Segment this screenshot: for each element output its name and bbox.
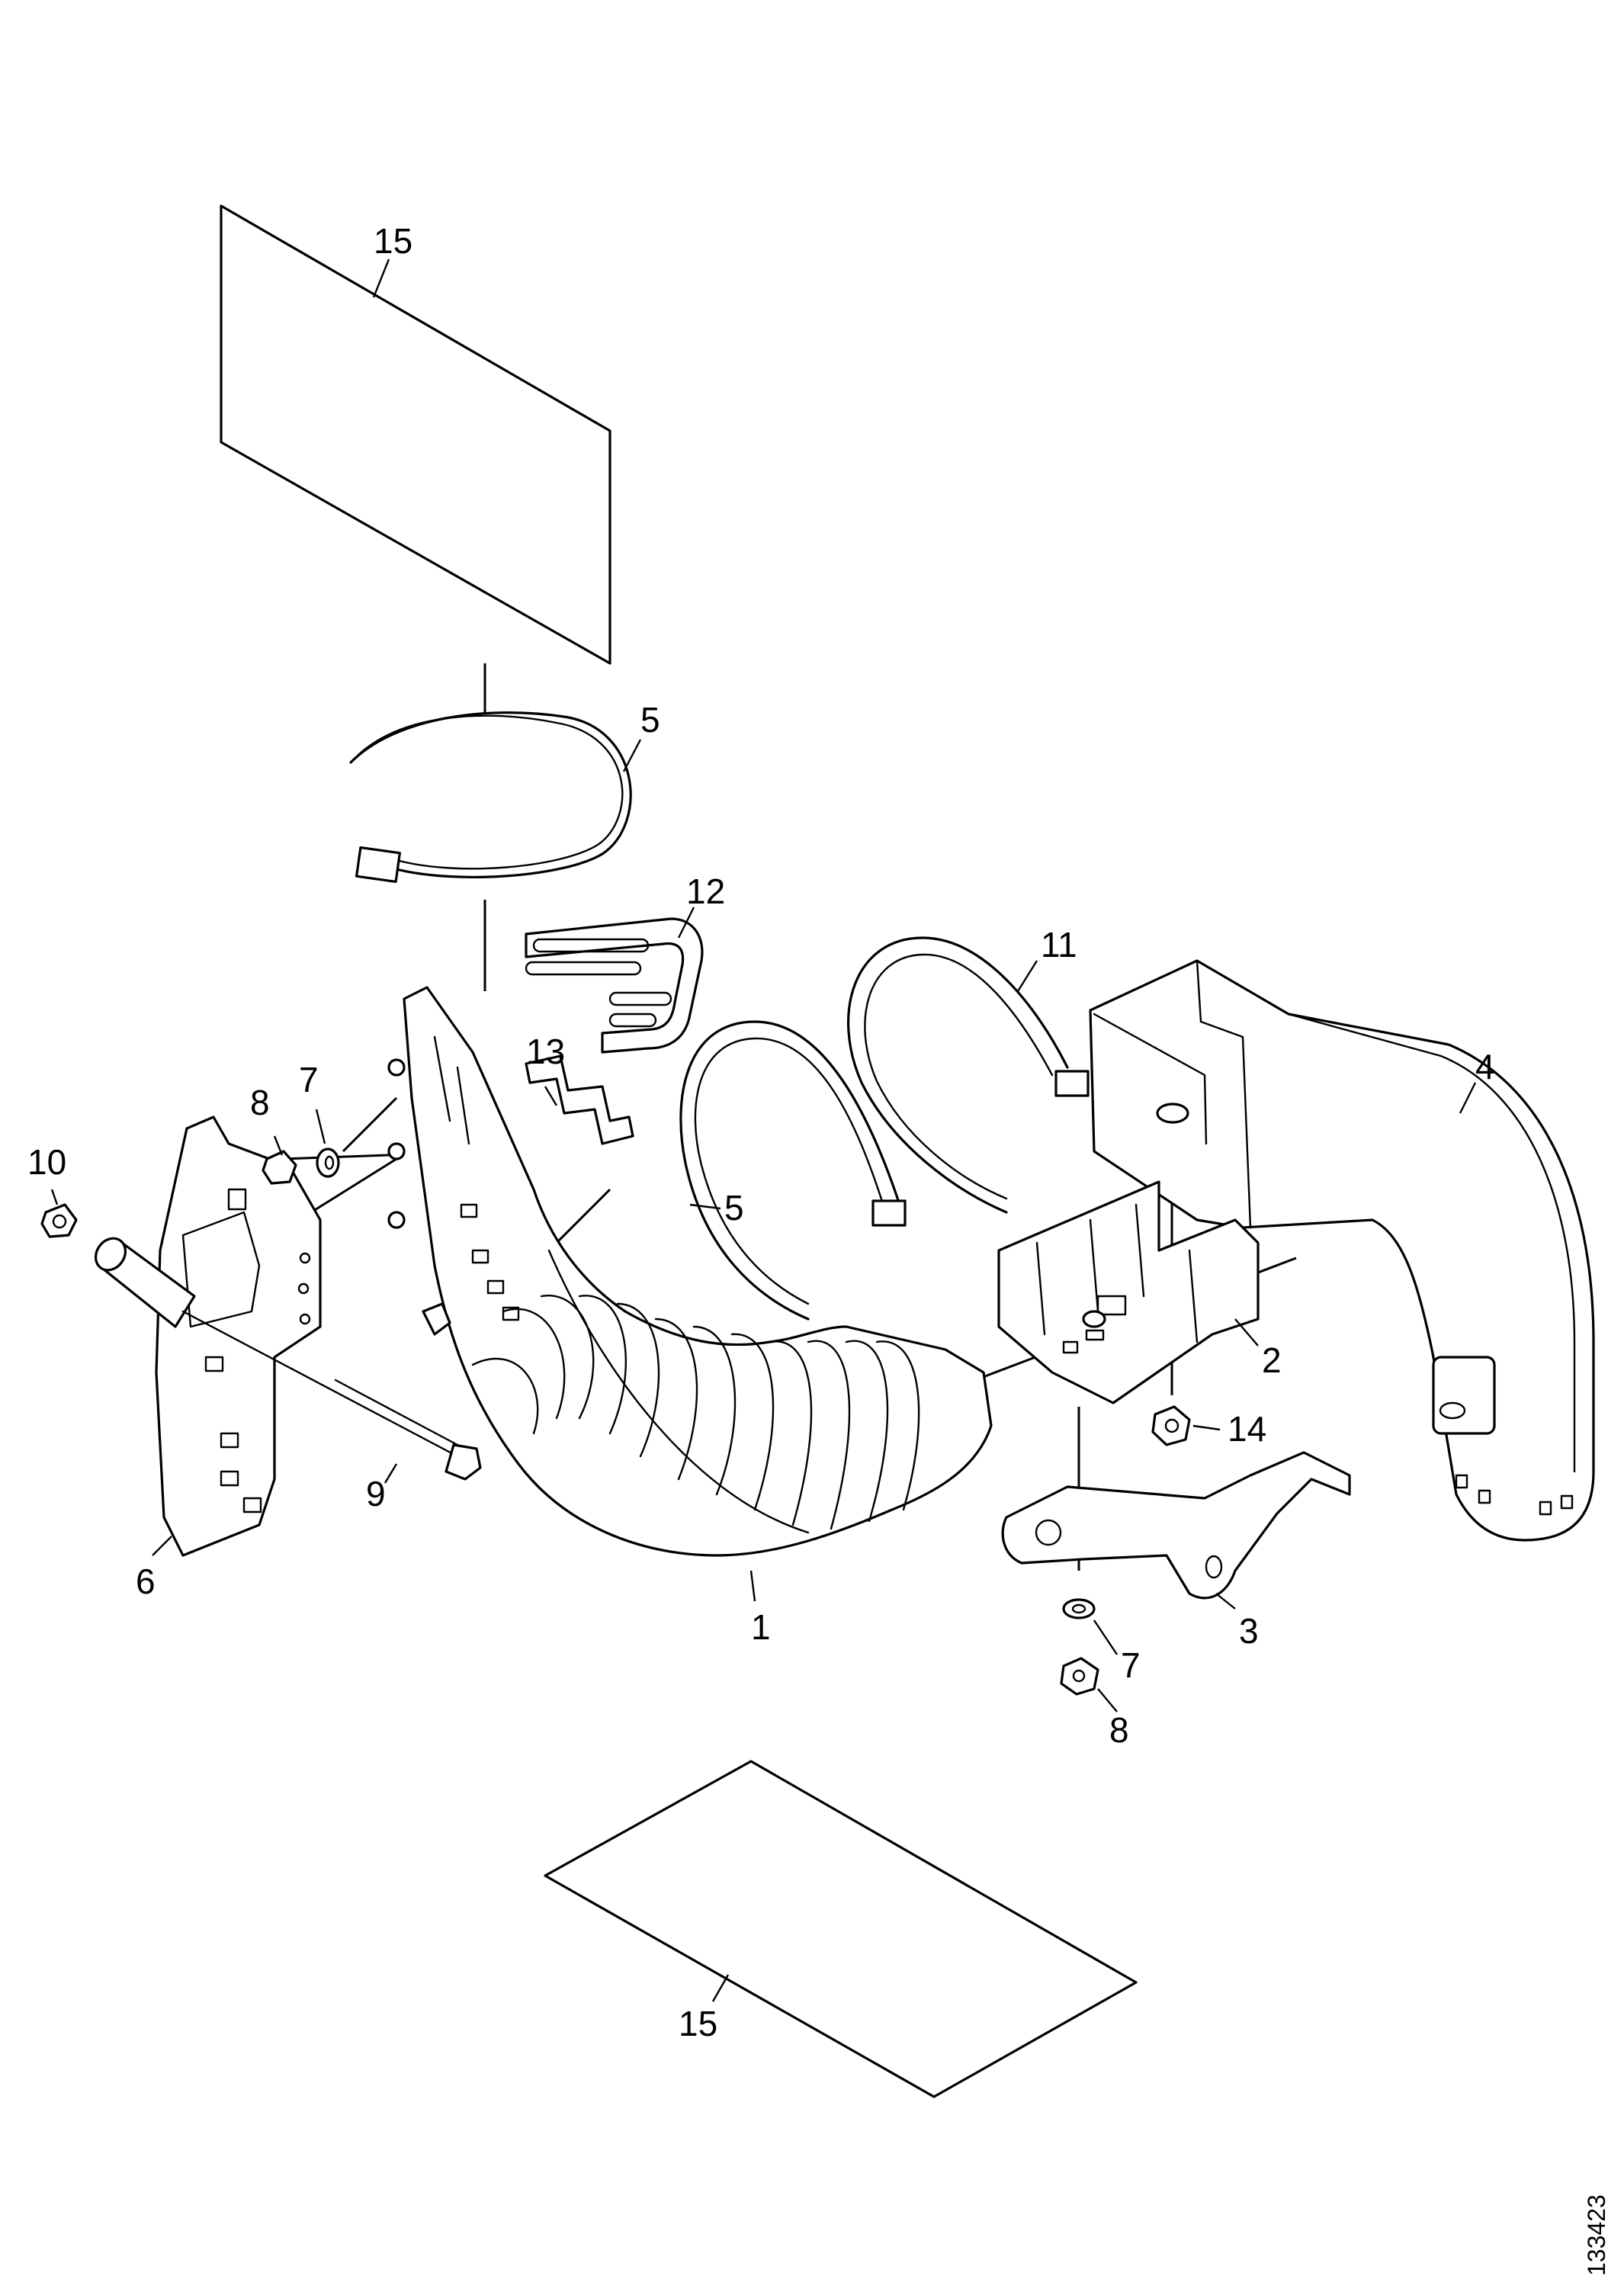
part-5-cable-tie-middle: [679, 1020, 907, 1321]
part-7-washer-left: [316, 1148, 340, 1178]
callout-labels: 15 5 12 11 4 13 8 7 10 5 2 14 9 6 1 3 7 …: [27, 221, 1495, 2043]
callout-9: 9: [366, 1474, 386, 1513]
part-13-clip: [525, 1054, 634, 1145]
part-9-bolt: [94, 1237, 482, 1481]
callout-1: 1: [751, 1607, 771, 1647]
leader-lines: [50, 258, 1477, 2002]
callout-13: 13: [526, 1032, 565, 1071]
part-11-cable-tie: [847, 936, 1090, 1214]
callout-6: 6: [136, 1562, 156, 1601]
part-15-sheet-bottom: [544, 1760, 1138, 2098]
callout-14: 14: [1228, 1409, 1266, 1449]
flange-studs: [387, 1058, 451, 1336]
part-6-shield: [155, 1115, 322, 1557]
part-5-cable-tie-top: [349, 711, 632, 884]
part-7-washer-right: [1062, 1598, 1096, 1619]
callout-4: 4: [1475, 1047, 1495, 1087]
callout-11: 11: [1041, 925, 1077, 965]
callout-10: 10: [27, 1142, 66, 1182]
callout-7-left: 7: [299, 1060, 319, 1099]
callout-15-top: 15: [374, 221, 412, 261]
part-10-nut: [40, 1203, 78, 1238]
part-12-bracket: [525, 917, 704, 1054]
callout-12: 12: [686, 871, 725, 911]
callout-15-bottom: 15: [679, 2004, 717, 2043]
part-3-strap: [1001, 1451, 1351, 1600]
callout-3: 3: [1239, 1611, 1259, 1651]
callout-2: 2: [1262, 1340, 1282, 1380]
callout-5-top: 5: [640, 700, 660, 740]
part-15-sheet-top: [220, 204, 611, 665]
part-14-nut: [1151, 1405, 1191, 1446]
callout-5-middle: 5: [724, 1188, 744, 1228]
part-8-nut-right: [1060, 1657, 1099, 1696]
part-8-nut-left: [262, 1150, 297, 1185]
callout-7-right: 7: [1121, 1645, 1141, 1685]
part-2-bracket: [997, 1180, 1260, 1404]
callout-8-left: 8: [250, 1083, 270, 1122]
part-4-duct: [1089, 959, 1595, 1542]
part-1-hose: [403, 986, 993, 1557]
drawing-reference-number: 133423: [1583, 2194, 1610, 2276]
callout-8-right: 8: [1109, 1710, 1129, 1750]
